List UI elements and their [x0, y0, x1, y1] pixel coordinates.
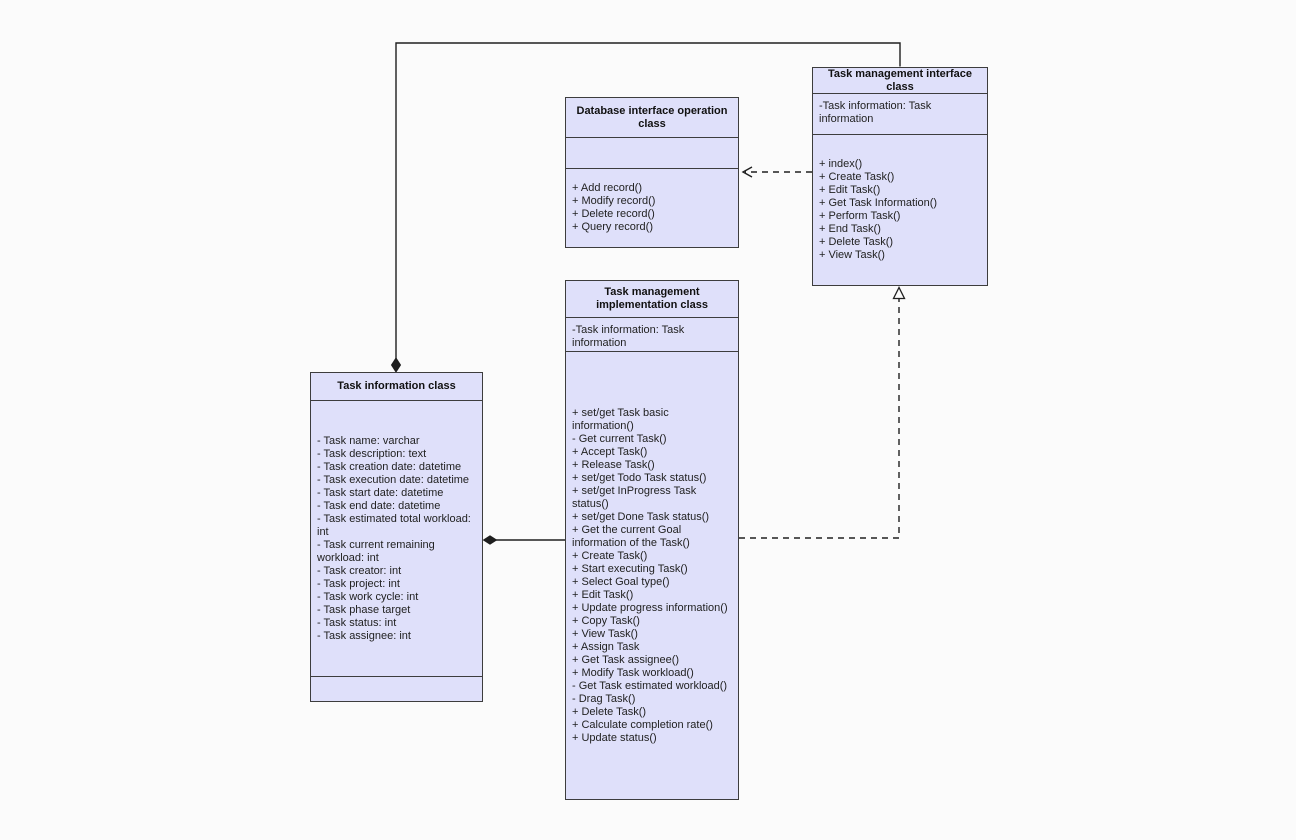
class-task-management-interface[interactable]: Task management interface class -Task in… [812, 67, 988, 286]
class-methods: + index()+ Create Task()+ Edit Task()+ G… [813, 134, 987, 285]
member-line: -Task information: Task information [819, 100, 932, 125]
member-line: + Query record() [572, 221, 653, 233]
member-line: + Edit Task() [819, 184, 881, 196]
member-line: + End Task() [819, 223, 881, 235]
member-line: + Get Task assignee() [572, 653, 680, 666]
member-line: + set/get Todo Task status() [572, 471, 707, 484]
member-line: + Accept Task() [572, 445, 648, 458]
member-line: + Perform Task() [819, 210, 901, 222]
realization-connector-implementation-interface [739, 299, 900, 539]
class-title: Task information class [337, 380, 456, 392]
class-task-management-implementation[interactable]: Task management implementation class -Ta… [565, 280, 739, 800]
member-line: + Update status() [572, 731, 657, 744]
member-line: + Get the current Goal information of th… [572, 523, 690, 549]
member-line: + Get Task Information() [819, 197, 938, 209]
member-line: + View Task() [572, 627, 638, 640]
member-line: - Task end date: datetime [317, 499, 441, 512]
member-line: - Get current Task() [572, 432, 667, 445]
member-line: + Delete record() [572, 208, 655, 220]
member-line: + set/get Done Task status() [572, 510, 710, 523]
composition-diamond-icon [482, 535, 498, 545]
class-title: Task management interface class [827, 67, 973, 93]
member-line: - Task work cycle: int [317, 590, 419, 603]
class-database-interface-operation[interactable]: Database interface operation class + Add… [565, 97, 739, 248]
member-line: + Edit Task() [572, 588, 634, 601]
class-title: Database interface operation class [576, 104, 728, 130]
member-line: + Add record() [572, 182, 643, 194]
member-line: + Copy Task() [572, 614, 640, 627]
member-line: + Create Task() [572, 549, 648, 562]
member-line: + Modify record() [572, 195, 656, 207]
member-line: + Assign Task [572, 640, 640, 653]
member-line: + set/get Task basic information() [572, 406, 669, 432]
member-line: - Task creation date: datetime [317, 460, 462, 473]
member-line: - Task start date: datetime [317, 486, 444, 499]
member-line: + Start executing Task() [572, 562, 688, 575]
composition-diamond-icon [390, 357, 402, 373]
member-line: - Task estimated total workload: int [317, 512, 471, 538]
member-line: + Select Goal type() [572, 575, 670, 588]
class-attributes: - Task name: varchar- Task description: … [311, 400, 482, 676]
member-line: + Update progress information() [572, 601, 728, 614]
member-line: - Get Task estimated workload() [572, 679, 728, 692]
member-line: - Task assignee: int [317, 629, 411, 642]
class-methods: + Add record()+ Modify record()+ Delete … [566, 168, 738, 247]
member-line: + Modify Task workload() [572, 666, 694, 679]
class-attributes: -Task information: Task information [813, 93, 987, 134]
class-methods: + set/get Task basic information()- Get … [566, 351, 738, 799]
member-line: + Delete Task() [572, 705, 647, 718]
member-line: - Task project: int [317, 577, 400, 590]
member-line: - Task current remaining workload: int [317, 538, 435, 564]
class-title: Task management implementation class [596, 286, 708, 311]
class-attributes: -Task information: Task information [566, 317, 738, 351]
member-line: + Release Task() [572, 458, 655, 471]
dependency-open-arrow-icon [741, 166, 753, 178]
member-line: - Task phase target [317, 603, 411, 616]
member-line: - Task description: text [317, 447, 427, 460]
member-line: - Task name: varchar [317, 434, 420, 447]
member-line: - Task execution date: datetime [317, 473, 470, 486]
member-line: - Task creator: int [317, 564, 402, 577]
member-line: + View Task() [819, 249, 885, 261]
member-line: + Create Task() [819, 171, 895, 183]
member-line: + index() [819, 158, 863, 170]
member-line: + Calculate completion rate() [572, 718, 713, 731]
class-methods [311, 676, 482, 701]
class-attributes [566, 137, 738, 168]
member-line: -Task information: Task information [572, 324, 685, 349]
member-line: + set/get InProgress Task status() [572, 484, 697, 510]
member-line: + Delete Task() [819, 236, 894, 248]
member-line: - Task status: int [317, 616, 397, 629]
class-task-information[interactable]: Task information class - Task name: varc… [310, 372, 483, 702]
realization-triangle-icon [892, 286, 906, 300]
member-line: - Drag Task() [572, 692, 636, 705]
